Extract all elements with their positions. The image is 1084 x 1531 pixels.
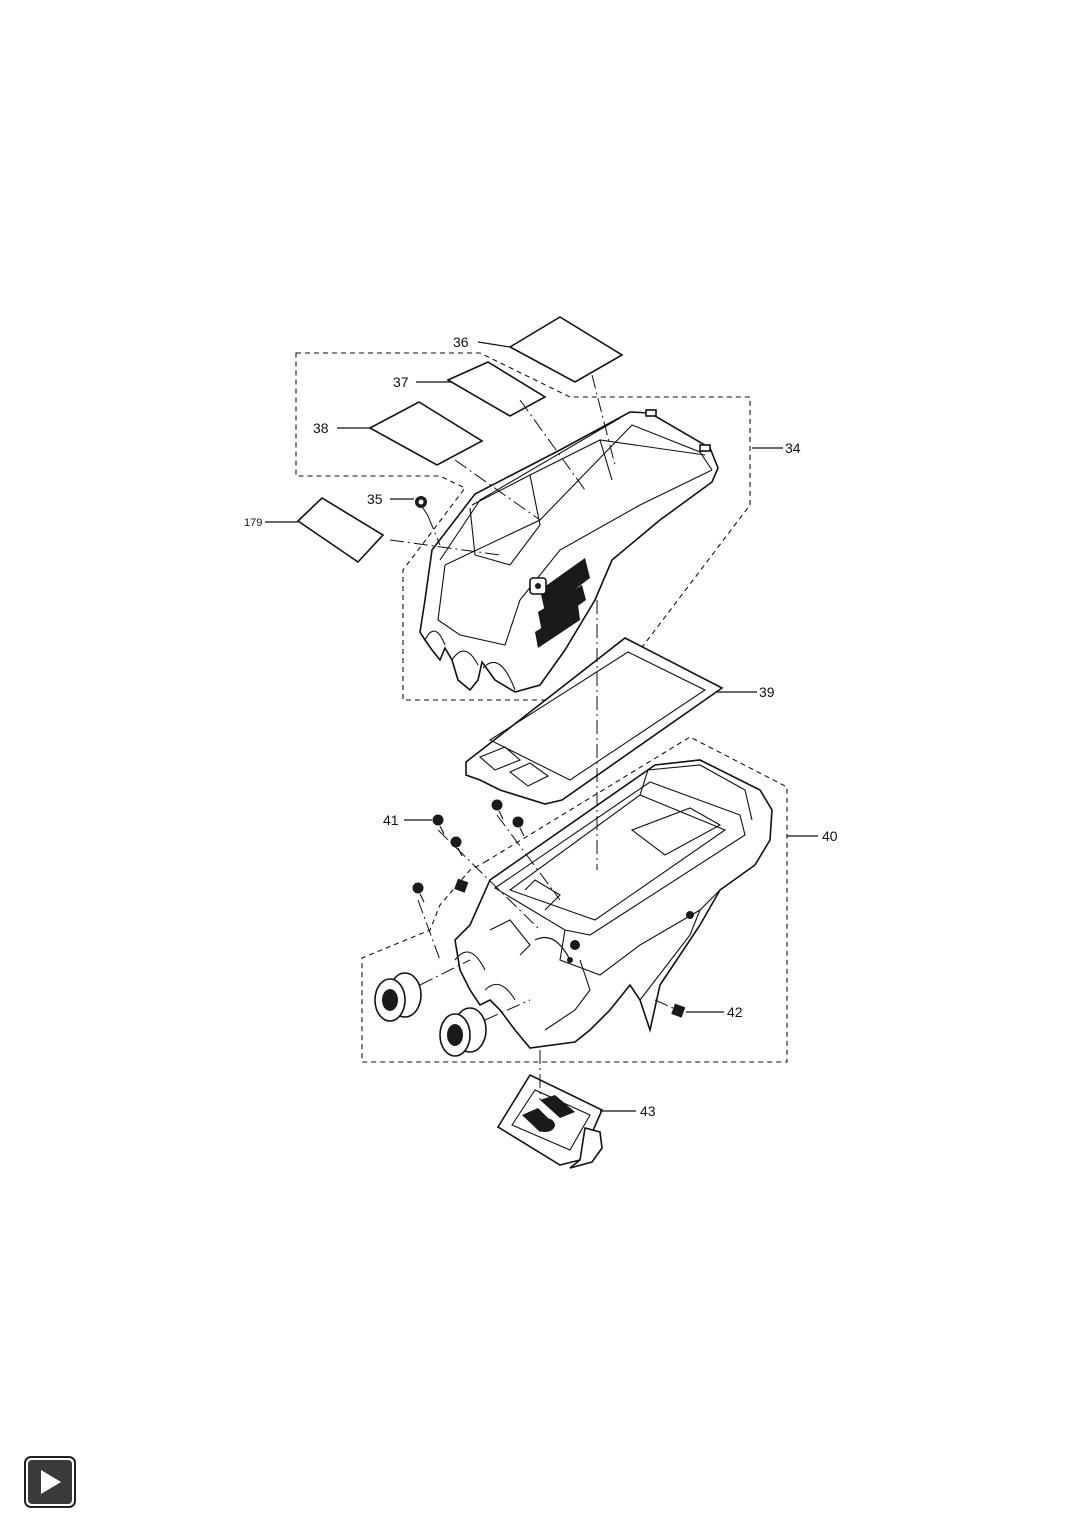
callout-39: 39 [759,684,775,700]
air-filter-39 [465,637,724,805]
top-cover [419,409,719,693]
callout-38: 38 [313,420,329,436]
callout-43: 43 [640,1103,656,1119]
callout-35: 35 [367,491,383,507]
housing-group-boundary [361,736,788,1063]
callout-179: 179 [244,517,262,529]
callout-34: 34 [785,440,801,456]
lower-housing [454,759,773,1049]
next-button-face [28,1460,72,1504]
rubber-mount-left [374,972,422,1022]
screws-41 [412,799,525,903]
play-triangle-icon [41,1470,61,1494]
pre-filter-43 [496,1073,604,1169]
leader-lines [265,341,818,1112]
screw-35 [415,496,429,517]
callout-41: 41 [383,812,399,828]
callout-42: 42 [727,1004,743,1020]
callout-36: 36 [453,334,469,350]
assembly-centre-lines [389,374,674,1100]
decal-38 [368,401,484,466]
decal-37 [446,361,547,417]
next-page-button[interactable] [24,1456,76,1508]
callout-40: 40 [822,828,838,844]
callout-37: 37 [393,374,409,390]
decal-179 [296,496,385,564]
rubber-mount-right [439,1007,487,1057]
cover-group-boundary [295,352,751,701]
decal-36 [508,316,624,383]
nuts-42 [454,878,686,1018]
